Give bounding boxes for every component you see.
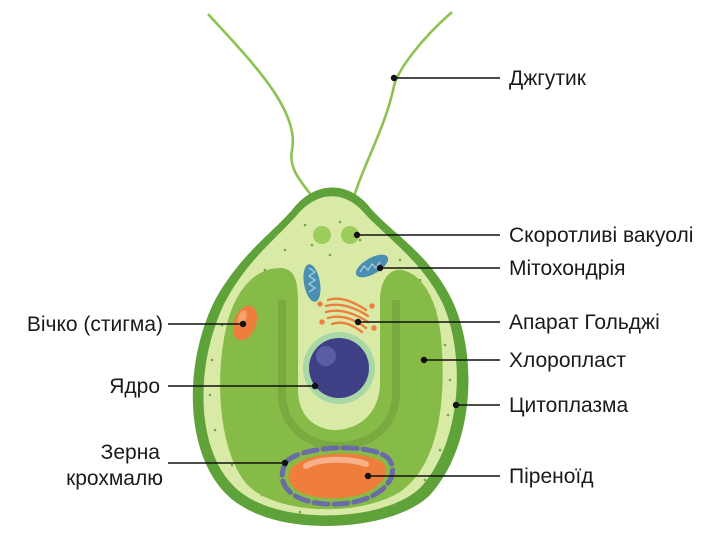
label-mitochondrion: Мітохондрія bbox=[509, 257, 626, 280]
label-eyespot: Вічко (стигма) bbox=[27, 313, 163, 336]
flagellum-left bbox=[208, 14, 320, 210]
label-golgi: Апарат Гольджі bbox=[509, 311, 660, 334]
label-chloroplast: Хлоропласт bbox=[509, 349, 626, 372]
label-starch-line2: крохмалю bbox=[66, 467, 163, 490]
nucleolus bbox=[316, 346, 336, 366]
flagellum-right bbox=[350, 12, 452, 210]
label-cytoplasm: Цитоплазма bbox=[509, 394, 628, 417]
nucleus bbox=[309, 338, 369, 398]
flagella bbox=[208, 12, 452, 210]
label-contractile-vacuoles: Скоротливі вакуолі bbox=[509, 224, 693, 247]
label-nucleus: Ядро bbox=[109, 375, 160, 398]
contractile-vacuole-left bbox=[313, 226, 331, 244]
label-starch-line1: Зерна bbox=[101, 441, 161, 464]
label-flagellum: Джгутик bbox=[509, 67, 587, 90]
label-pyrenoid: Піреноїд bbox=[509, 465, 593, 488]
